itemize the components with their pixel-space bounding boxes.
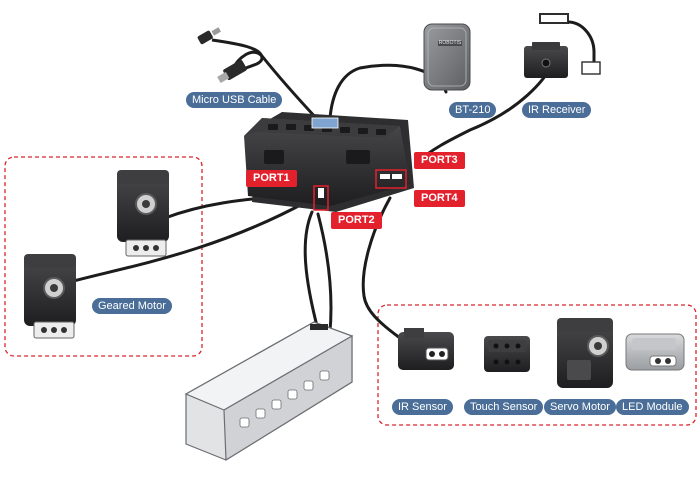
label-led-module: LED Module: [616, 399, 689, 415]
touch-sensor-device: [484, 336, 530, 372]
geared-motor-2: [24, 254, 76, 339]
label-geared-motor: Geared Motor: [92, 298, 172, 314]
label-bt210: BT-210: [449, 102, 497, 118]
ir-receiver-device: [524, 13, 601, 78]
port4-label: PORT4: [414, 190, 465, 207]
battery-pack: [184, 321, 354, 462]
geared-motor-1: [117, 170, 169, 257]
bt210-brand-text: ROBOTIS: [438, 40, 462, 46]
port1-label: PORT1: [246, 170, 297, 187]
ir-sensor-device: [398, 328, 454, 370]
sensor-group-box: [377, 304, 697, 426]
label-touch-sensor: Touch Sensor: [464, 399, 544, 415]
label-ir-sensor: IR Sensor: [392, 399, 453, 415]
led-module-device: [625, 333, 685, 371]
bt210-module: [423, 23, 471, 91]
label-servo-motor: Servo Motor: [544, 399, 616, 415]
port2-label: PORT2: [331, 212, 382, 229]
micro-usb-cable: [197, 27, 264, 83]
motor-group-box: [4, 156, 203, 357]
label-ir-receiver: IR Receiver: [522, 102, 592, 118]
port3-label: PORT3: [414, 152, 465, 169]
label-micro-usb-cable: Micro USB Cable: [186, 92, 283, 108]
servo-motor-device: [557, 318, 613, 388]
controller-box: [244, 112, 414, 212]
